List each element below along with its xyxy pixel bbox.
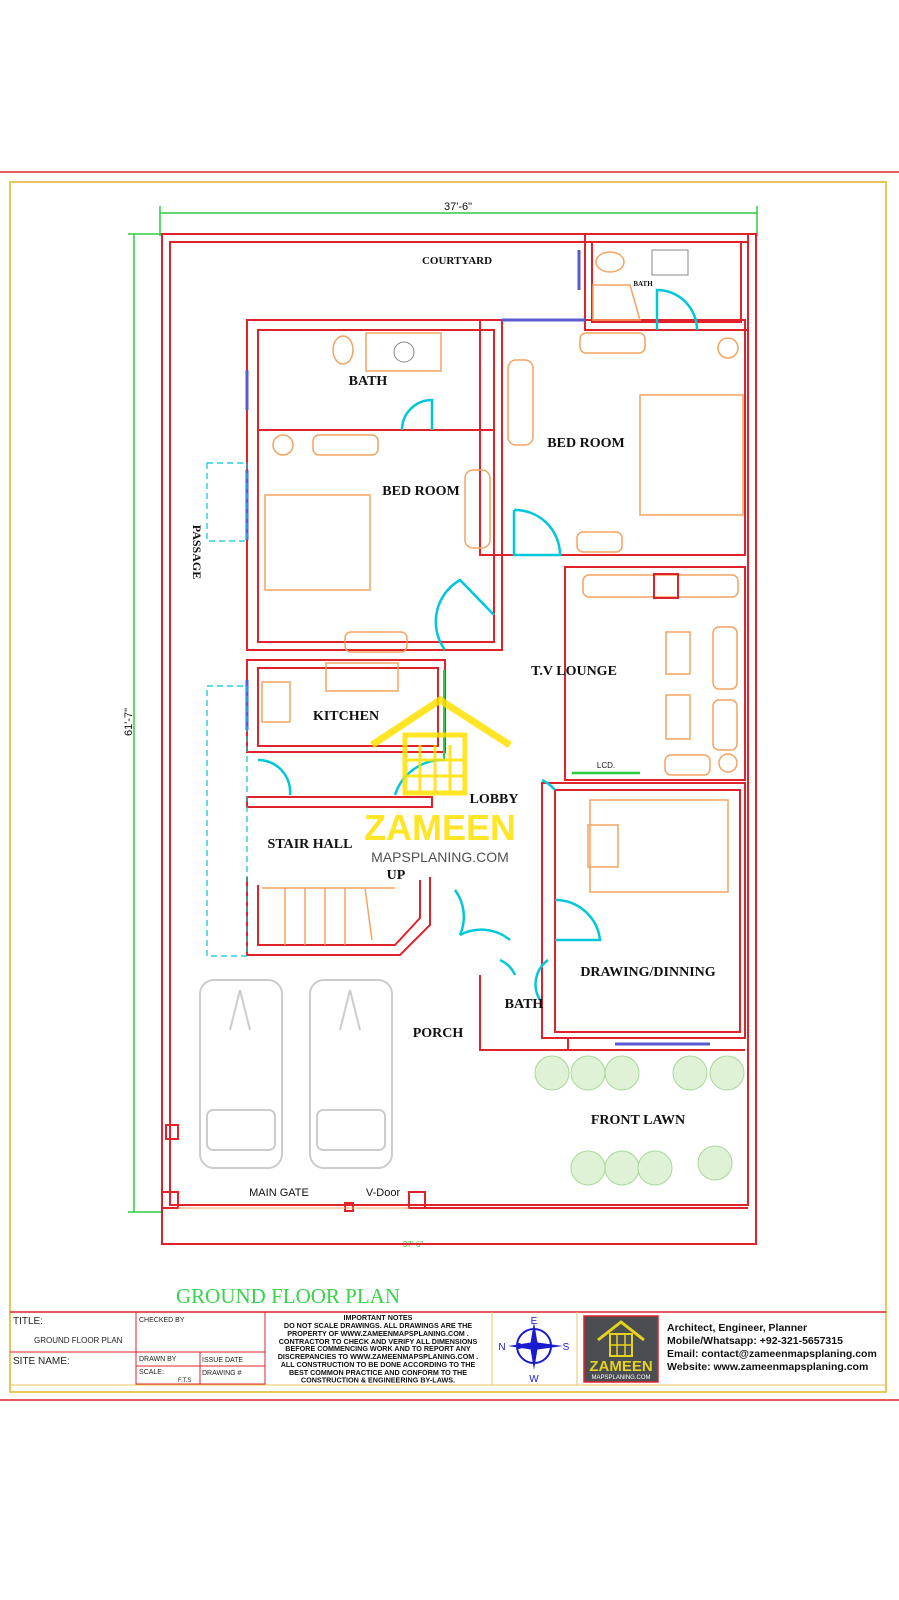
label-lobby: LOBBY	[469, 792, 518, 807]
label-porch: PORCH	[413, 1026, 464, 1041]
label-drawing-dinning: DRAWING/DINNING	[580, 965, 715, 980]
title-block-text: TITLE: GROUND FLOOR PLAN SITE NAME: CHEC…	[13, 1313, 478, 1385]
svg-text:W: W	[529, 1374, 539, 1385]
checked-by: CHECKED BY	[139, 1317, 185, 1324]
passage-outline	[206, 462, 248, 957]
title-value: GROUND FLOOR PLAN	[34, 1336, 123, 1345]
svg-text:ZAMEEN: ZAMEEN	[364, 807, 516, 848]
svg-text:Mobile/Whatsapp: +92-321-56573: Mobile/Whatsapp: +92-321-5657315	[667, 1335, 843, 1347]
depth-dimension: 61'-7"	[123, 708, 135, 736]
label-passage: PASSAGE	[190, 525, 204, 579]
scale-value: F.T.S	[178, 1378, 191, 1384]
sheet-frame	[0, 171, 899, 1401]
label-front-lawn: FRONT LAWN	[591, 1113, 685, 1128]
label-stair-hall: STAIR HALL	[268, 837, 353, 852]
label-bath-porch: BATH	[505, 997, 544, 1012]
plot-boundary	[161, 233, 757, 1245]
svg-text:Website: www.zameenmapsplaning: Website: www.zameenmapsplaning.com	[667, 1361, 868, 1373]
label-courtyard: COURTYARD	[422, 255, 492, 267]
interior-walls	[245, 233, 749, 1051]
label-main-gate: MAIN GATE	[249, 1187, 309, 1199]
svg-text:Email: contact@zameenmapsplani: Email: contact@zameenmapsplaning.com	[667, 1348, 877, 1360]
label-kitchen: KITCHEN	[313, 709, 379, 724]
issue-date: ISSUE DATE	[202, 1357, 243, 1364]
label-bed-room-right: BED ROOM	[547, 436, 624, 451]
label-bed-room-left: BED ROOM	[382, 484, 459, 499]
title-block	[10, 1311, 886, 1386]
car-outlines	[199, 979, 393, 1169]
label-bath-left: BATH	[349, 374, 388, 389]
zameen-logo: ZAMEEN MAPSPLANING.COM	[583, 1315, 659, 1383]
svg-text:Architect, Engineer, Planner: Architect, Engineer, Planner	[667, 1322, 807, 1334]
svg-text:ALL CONSTRUCTION TO BE DONE AC: ALL CONSTRUCTION TO BE DONE ACCORDING TO…	[281, 1360, 476, 1369]
svg-text:N: N	[498, 1342, 505, 1353]
svg-text:PROPERTY OF WWW.ZAMEENMAPSPLA: PROPERTY OF WWW.ZAMEENMAPSPLANING.COM .	[287, 1329, 469, 1338]
svg-text:IMPORTANT NOTES: IMPORTANT NOTES	[344, 1313, 413, 1322]
lawn-trees	[534, 1055, 745, 1186]
drawing-no: DRAWING #	[202, 1370, 242, 1377]
label-bath-top-right: BATH	[633, 280, 653, 288]
svg-text:MAPSPLANING.COM: MAPSPLANING.COM	[371, 849, 509, 865]
door-swings	[257, 288, 699, 1001]
contact-info: Architect, Engineer, Planner Mobile/What…	[667, 1322, 877, 1373]
svg-text:BEFORE COMMENCING WORK AND TO: BEFORE COMMENCING WORK AND TO REPORT ANY	[285, 1344, 471, 1353]
furniture	[261, 249, 744, 945]
svg-text:S: S	[563, 1342, 570, 1353]
label-v-door: V-Door	[366, 1187, 401, 1199]
title-label: TITLE:	[13, 1316, 43, 1327]
label-up: UP	[387, 868, 406, 883]
label-lcd: LCD.	[597, 761, 615, 770]
svg-text:DISCREPANCIES TO WWW.ZAMEENMAP: DISCREPANCIES TO WWW.ZAMEENMAPSPLANING.C…	[278, 1352, 479, 1361]
room-labels: COURTYARD BATH BATH BED ROOM BED ROOM PA…	[190, 255, 716, 1199]
important-notes: IMPORTANT NOTES DO NOT SCALE DRAWINGS. A…	[278, 1313, 479, 1385]
svg-text:DO NOT SCALE DRAWINGS. ALL DRA: DO NOT SCALE DRAWINGS. ALL DRAWINGS ARE …	[284, 1321, 472, 1330]
svg-text:MAPSPLANING.COM: MAPSPLANING.COM	[591, 1375, 650, 1381]
svg-text:CONTRACTOR TO CHECK AND VERIFY: CONTRACTOR TO CHECK AND VERIFY ALL DIMEN…	[279, 1337, 478, 1346]
width-dimension: 37'-6"	[444, 201, 472, 213]
zameen-watermark: ZAMEEN MAPSPLANING.COM	[364, 695, 516, 865]
dimension-lines	[128, 206, 758, 1213]
site-name-label: SITE NAME:	[13, 1356, 70, 1367]
svg-text:ZAMEEN: ZAMEEN	[589, 1358, 652, 1375]
compass-icon: E N S W	[498, 1316, 569, 1385]
svg-text:E: E	[531, 1316, 538, 1327]
scale-label: SCALE:	[139, 1369, 164, 1376]
svg-text:CONSTRUCTION & ENGINEERING BY-: CONSTRUCTION & ENGINEERING BY-LAWS.	[301, 1376, 455, 1385]
drawn-by: DRAWN BY	[139, 1356, 177, 1363]
svg-text:BEST COMMON PRACTICE AND CONFO: BEST COMMON PRACTICE AND CONFORM TO THE	[289, 1368, 467, 1377]
plan-title: GROUND FLOOR PLAN	[176, 1284, 400, 1308]
label-tv-lounge: T.V LOUNGE	[531, 664, 617, 679]
